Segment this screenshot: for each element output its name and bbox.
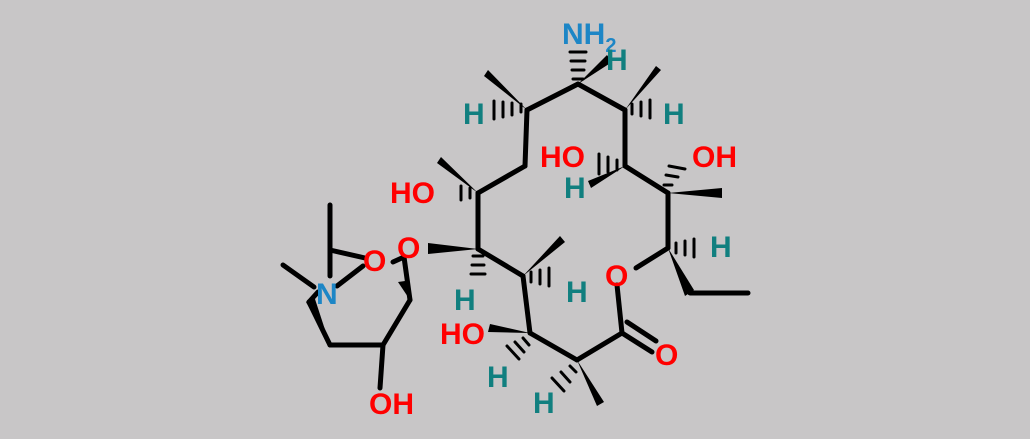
hash-bond — [505, 336, 531, 361]
atom-h: H — [533, 387, 555, 420]
wedge-bond — [428, 243, 478, 254]
bond — [522, 107, 530, 169]
atom-ho: HO — [390, 177, 435, 210]
wedge-bond — [437, 157, 478, 193]
atom-h: H — [463, 98, 485, 131]
bond — [280, 262, 317, 290]
atom-labels: NH2 H H H HO H OH HO H O H H O HO H H O … — [316, 18, 737, 421]
atom-h: H — [454, 284, 476, 317]
bond — [614, 282, 625, 336]
wedge-bond — [625, 66, 661, 110]
bond — [475, 163, 528, 196]
atom-h: H — [663, 98, 685, 131]
bond — [401, 254, 413, 303]
bond — [334, 263, 366, 289]
bond — [524, 81, 581, 113]
bond — [574, 330, 625, 363]
atom-ho: HO — [440, 318, 485, 351]
atom-o: O — [655, 339, 678, 372]
atom-h: H — [487, 361, 509, 394]
atom-oh: OH — [692, 141, 737, 174]
atom-ho: HO — [540, 141, 585, 174]
hash-bond — [492, 99, 523, 121]
wedge-bond — [484, 70, 527, 110]
atom-h: H — [566, 276, 588, 309]
wedge-bond — [668, 188, 722, 198]
wedge-bond — [577, 360, 604, 406]
hash-bond — [469, 254, 487, 276]
hash-bond — [662, 164, 687, 187]
hash-bond — [674, 237, 696, 259]
bond — [390, 254, 407, 265]
bond — [520, 273, 533, 336]
wedge-bond — [578, 55, 612, 84]
stereo-bonds — [428, 50, 722, 406]
hash-bond — [597, 152, 619, 176]
bond — [327, 247, 368, 261]
wedge-bond — [488, 324, 530, 333]
bond — [633, 245, 671, 271]
atom-nh2: NH2 — [562, 18, 616, 57]
atom-h: H — [606, 44, 628, 77]
wedge-bond — [523, 236, 565, 276]
wedge-bond — [398, 281, 410, 300]
hash-bond — [529, 266, 551, 288]
bond — [624, 319, 659, 344]
bond — [380, 297, 413, 348]
bond — [619, 330, 655, 355]
hash-bond — [568, 50, 588, 81]
atom-h: H — [564, 172, 586, 205]
bond — [622, 163, 671, 196]
bond — [527, 330, 580, 363]
bond — [377, 342, 386, 391]
atom-o: O — [397, 232, 420, 265]
macrocycle-bonds — [475, 81, 751, 363]
wedge-bond — [306, 296, 330, 345]
hash-bond — [550, 364, 578, 393]
atom-oh: OH — [369, 388, 414, 421]
atom-o: O — [363, 245, 386, 278]
atom-n: N — [316, 278, 338, 311]
bond — [575, 81, 628, 113]
atom-o: O — [605, 260, 628, 293]
hash-bond — [459, 184, 472, 202]
hash-bond — [630, 98, 652, 120]
wedge-bond — [588, 166, 625, 188]
wedge-bond — [668, 248, 694, 296]
sugar-bonds — [280, 202, 413, 391]
bond — [475, 246, 526, 279]
atom-h: H — [710, 231, 732, 264]
